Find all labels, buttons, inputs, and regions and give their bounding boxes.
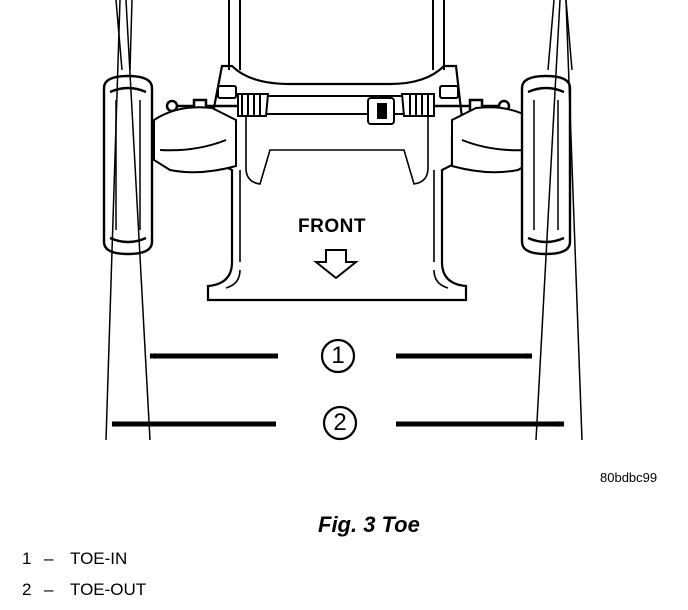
crossmember-inner	[245, 100, 429, 185]
crossmember	[206, 64, 468, 302]
legend-number: 2	[22, 580, 32, 599]
front-label: FRONT	[298, 216, 366, 237]
legend-item-toe-out: 2–TOE-OUT	[22, 574, 146, 605]
callout-circle-1	[320, 338, 356, 374]
toe-lines	[105, 0, 583, 441]
front-arrow	[313, 249, 359, 280]
legend: 1–TOE-IN 2–TOE-OUT	[22, 543, 146, 605]
dimension-arrows	[111, 353, 565, 427]
legend-number: 1	[22, 549, 32, 568]
legend-dash: –	[44, 580, 54, 599]
legend-label: TOE-IN	[70, 549, 128, 568]
frame-rails	[228, 0, 445, 70]
figure-caption: Fig. 3 Toe	[318, 512, 420, 537]
callout-circle-2	[322, 405, 358, 441]
legend-item-toe-in: 1–TOE-IN	[22, 543, 146, 574]
left-tire	[102, 74, 154, 256]
control-arms	[153, 106, 535, 174]
figure-id: 80bdbc99	[600, 470, 658, 485]
callout-number-2: 2	[333, 409, 347, 436]
callout-number-1: 1	[331, 342, 345, 369]
right-tire	[520, 74, 572, 256]
legend-label: TOE-OUT	[70, 580, 147, 599]
steering-rack	[217, 85, 459, 125]
legend-dash: –	[44, 549, 54, 568]
toe-diagram	[102, 0, 583, 441]
